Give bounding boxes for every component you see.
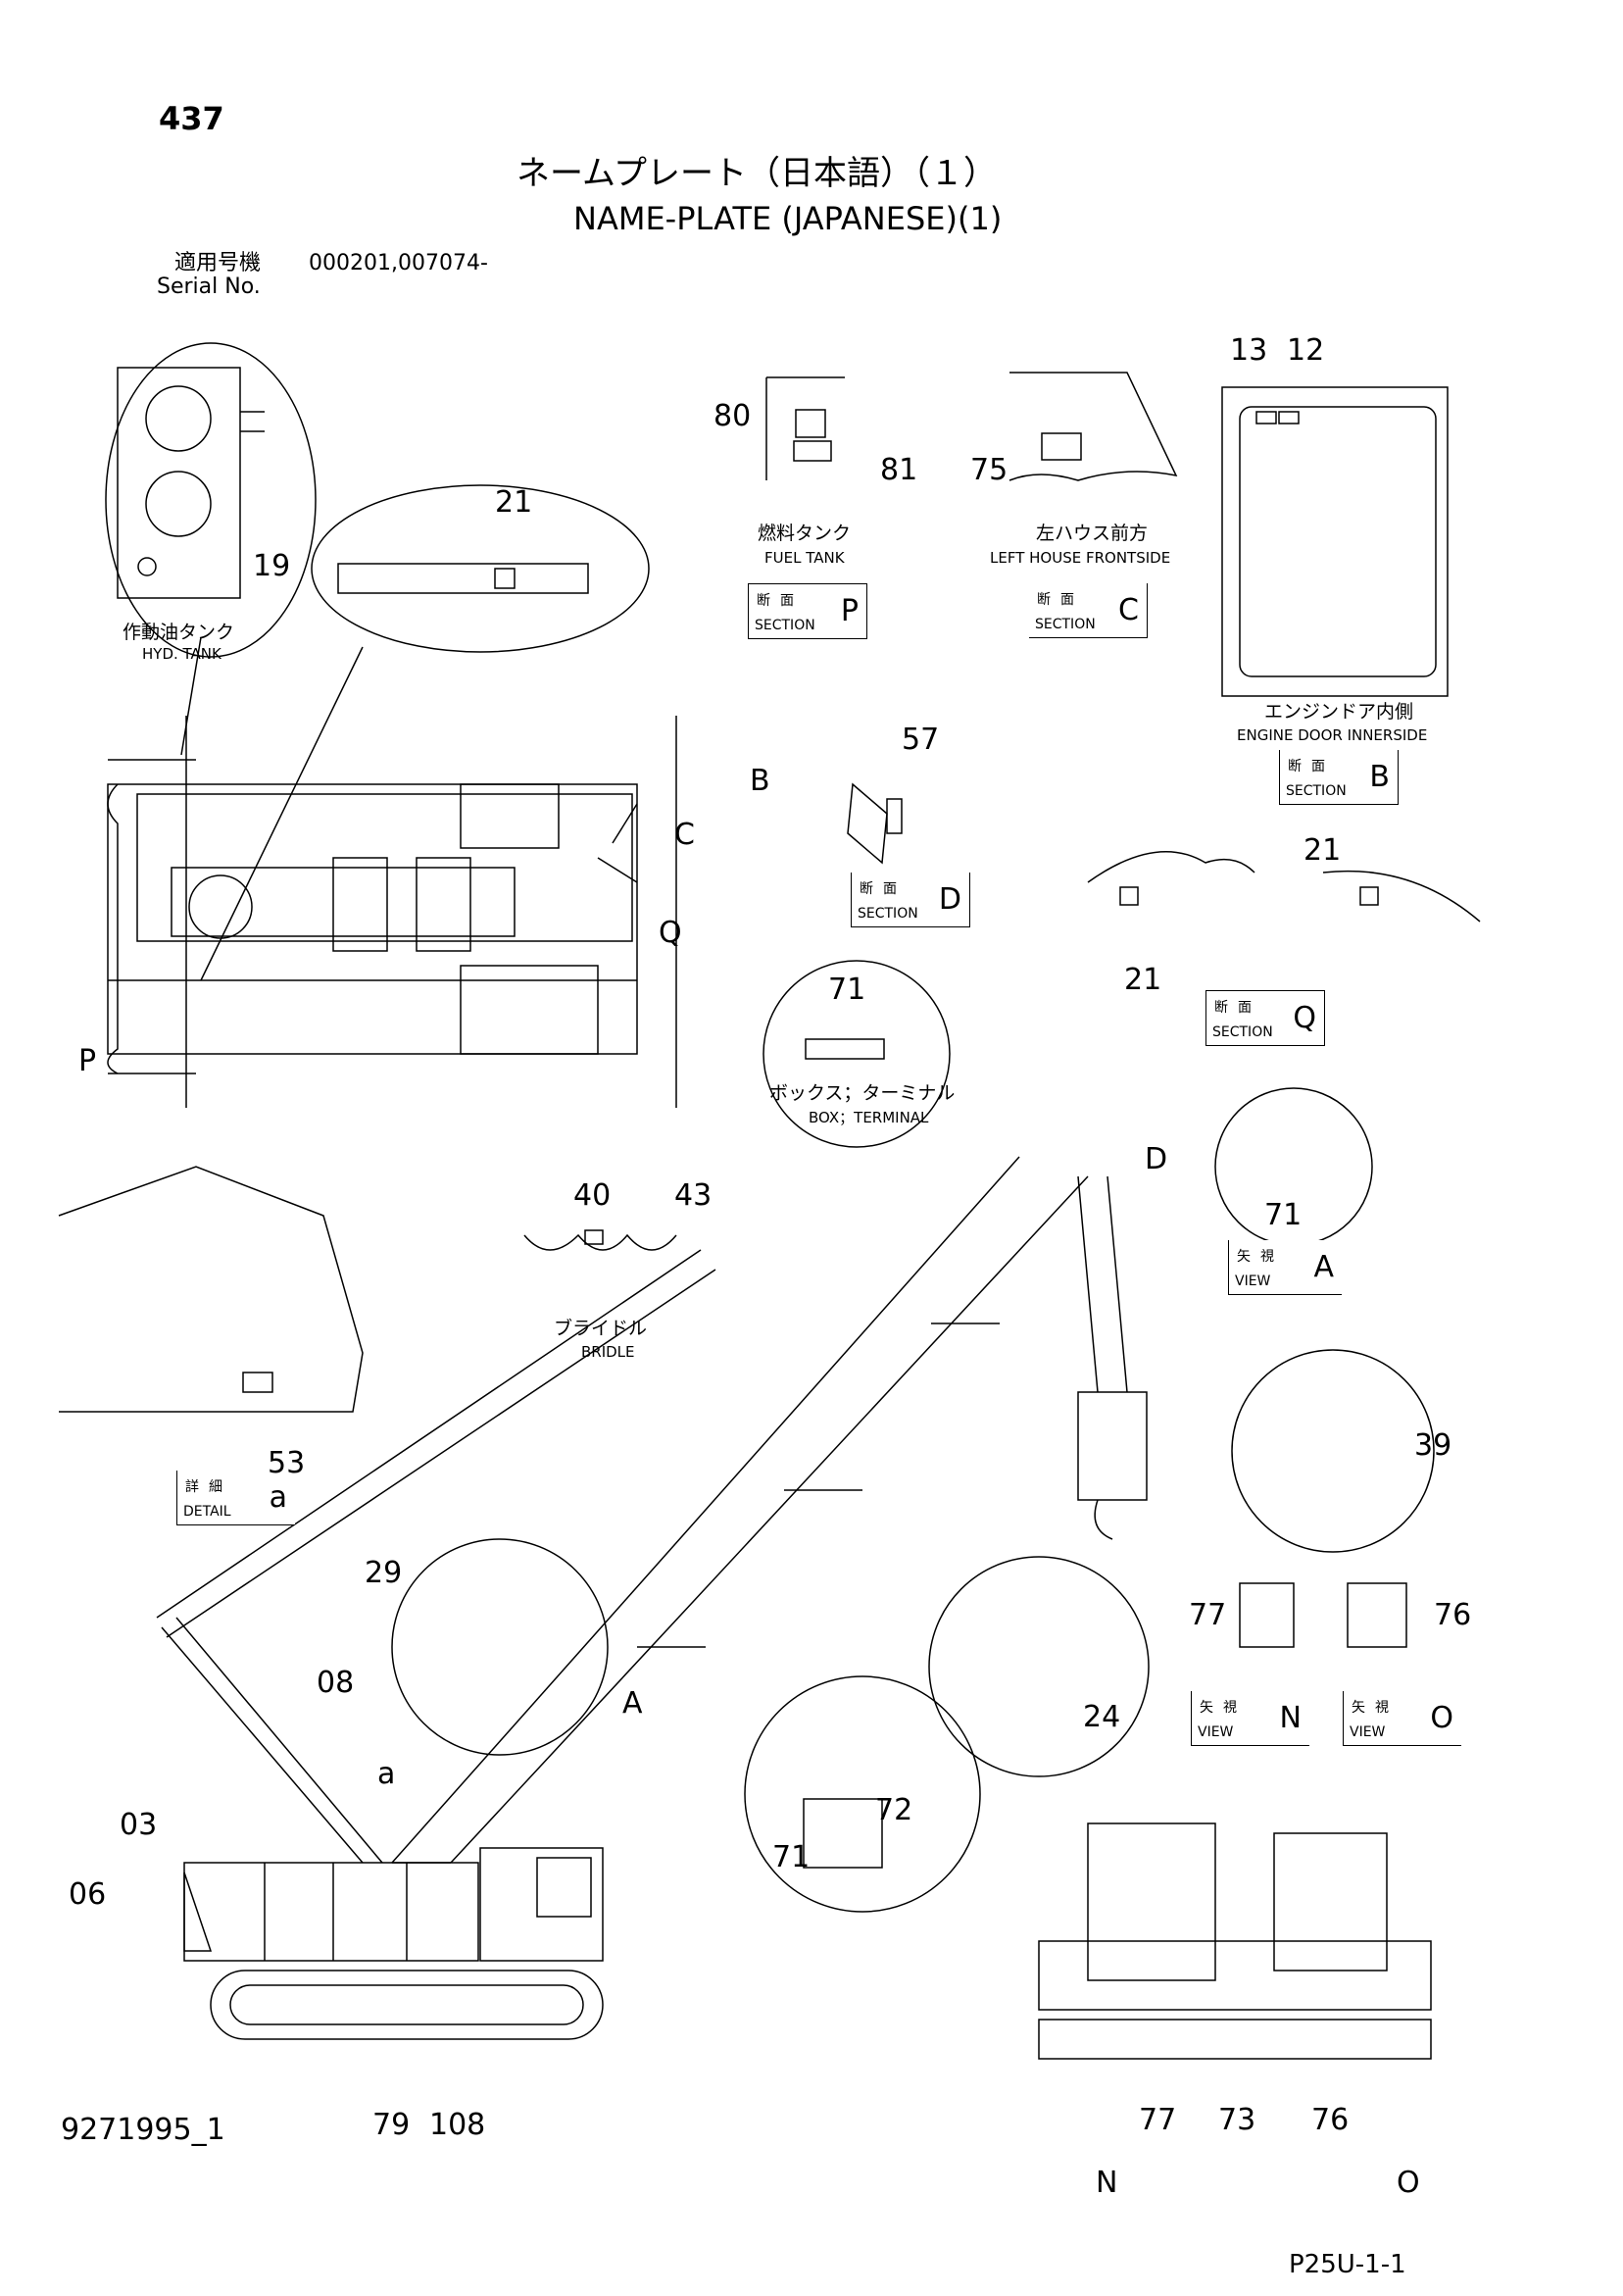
hyd-tank-caption-en: HYD. TANK [142, 645, 221, 663]
callout: 76 [1434, 1598, 1472, 1632]
fuel-tank-caption-jp: 燃料タンク [758, 523, 852, 544]
callout: 72 [875, 1793, 913, 1827]
callout: 71 [1264, 1198, 1303, 1232]
drawing-number: 9271995_1 [61, 2113, 225, 2147]
view-marker-q: Q [659, 916, 682, 950]
callout: 79 [372, 2108, 411, 2142]
serial-label-jp: 適用号機 [174, 251, 262, 275]
callout: 77 [1139, 2103, 1177, 2137]
bridle-caption-jp: ブライドル [554, 1318, 648, 1339]
callout: 40 [573, 1178, 612, 1213]
box-terminal-caption-jp: ボックス；ターミナル [769, 1082, 956, 1104]
callout: 77 [1189, 1598, 1227, 1632]
view-marker-b: B [750, 764, 770, 798]
page-title-en: NAME-PLATE (JAPANESE)(1) [573, 200, 1003, 237]
callout: 108 [429, 2108, 486, 2142]
callout: 12 [1287, 333, 1325, 368]
callout: 76 [1311, 2103, 1350, 2137]
page-title-jp: ネームプレート（日本語）（１） [516, 154, 997, 193]
callout: 03 [120, 1808, 158, 1842]
left-house-caption-jp: 左ハウス前方 [1036, 523, 1149, 544]
page-code: P25U-1-1 [1289, 2250, 1406, 2279]
bridle-caption-en: BRIDLE [581, 1343, 635, 1361]
callout: 80 [713, 399, 752, 433]
callout: 53 [268, 1446, 306, 1480]
engine-door-caption-jp: エンジンドア内側 [1264, 701, 1414, 723]
view-marker-a: A [622, 1686, 643, 1721]
left-house-caption-en: LEFT HOUSE FRONTSIDE [990, 549, 1171, 567]
callout: 71 [772, 1840, 811, 1874]
serial-label-en: Serial No. [157, 275, 261, 299]
box-terminal-caption-en: BOX；TERMINAL [809, 1109, 929, 1126]
serial-values: 000201,007074- [309, 251, 488, 275]
callout: 39 [1414, 1428, 1452, 1463]
view-marker-p: P [78, 1044, 97, 1078]
callout: 21 [495, 485, 533, 520]
hyd-tank-caption-jp: 作動油タンク [123, 622, 235, 643]
callout: 21 [1303, 833, 1342, 868]
view-marker-d: D [1145, 1142, 1168, 1176]
callout: 19 [253, 549, 291, 583]
callout: 75 [970, 453, 1008, 487]
view-marker-o: O [1397, 2166, 1420, 2200]
callout: 08 [317, 1666, 355, 1700]
callout: 43 [674, 1178, 713, 1213]
callout: 73 [1218, 2103, 1256, 2137]
page-number: 437 [159, 100, 224, 137]
engine-door-caption-en: ENGINE DOOR INNERSIDE [1237, 726, 1428, 744]
view-marker-n: N [1096, 2166, 1118, 2200]
callout: 06 [69, 1877, 107, 1912]
callout: 81 [880, 453, 918, 487]
callout: 71 [828, 973, 866, 1007]
view-marker-c: C [674, 818, 695, 852]
callout: a [377, 1757, 396, 1791]
callout: 29 [365, 1556, 403, 1590]
callout: 24 [1083, 1700, 1121, 1734]
fuel-tank-caption-en: FUEL TANK [764, 549, 845, 567]
callout: 57 [902, 723, 940, 757]
callout: 13 [1230, 333, 1268, 368]
callout: 21 [1124, 963, 1162, 997]
